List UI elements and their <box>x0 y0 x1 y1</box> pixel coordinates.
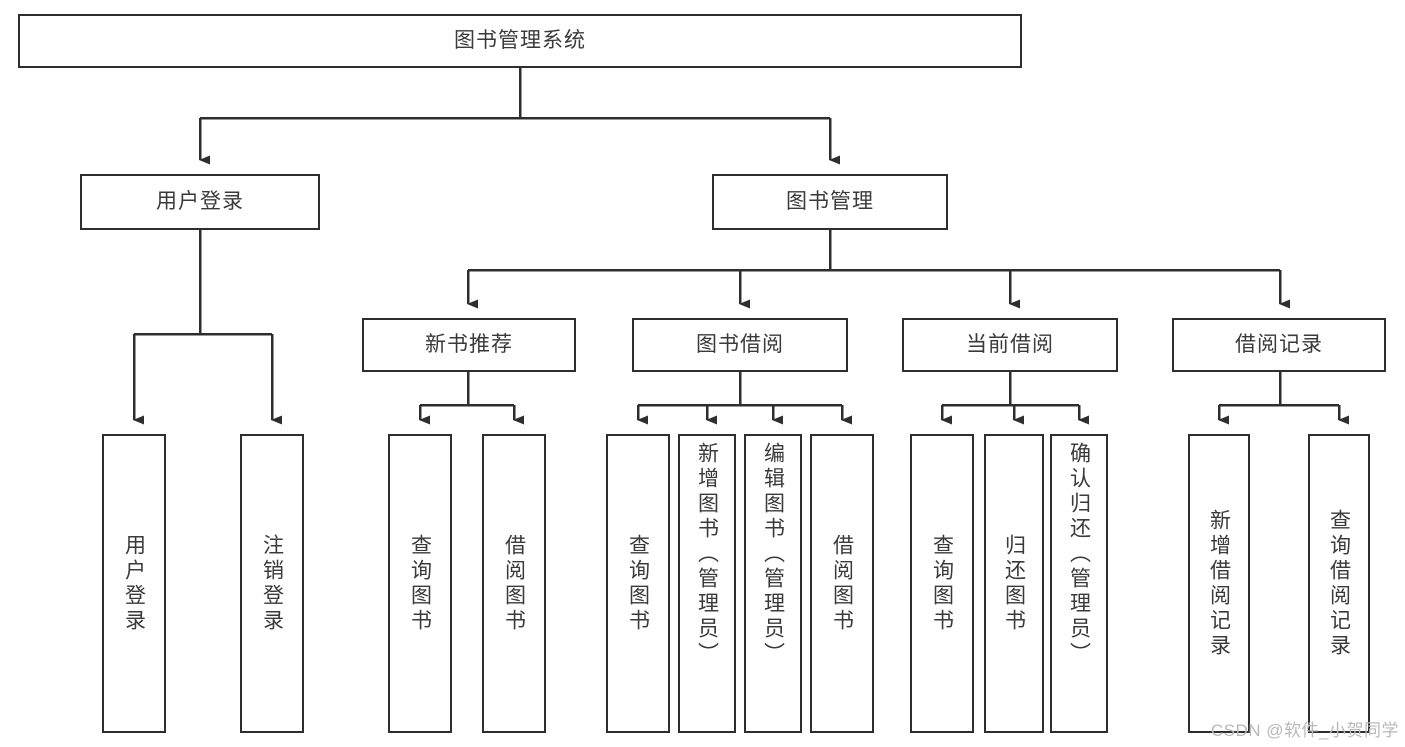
node-user-login[interactable]: 用户登录 <box>80 174 320 230</box>
node-leaf-query-book-1[interactable]: 查询图书 <box>388 434 452 733</box>
node-leaf-logout-label: 注销登录 <box>260 533 284 634</box>
node-leaf-query-record[interactable]: 查询借阅记录 <box>1308 434 1370 733</box>
node-book-manage[interactable]: 图书管理 <box>712 174 948 230</box>
node-leaf-edit-book[interactable]: 编辑图书（管理员） <box>744 434 802 733</box>
node-leaf-query-book-1-label: 查询图书 <box>408 533 432 634</box>
node-book-borrow[interactable]: 图书借阅 <box>632 318 848 372</box>
node-leaf-user-login-label: 用户登录 <box>122 533 146 634</box>
node-leaf-edit-book-label: 编辑图书（管理员） <box>761 442 785 667</box>
node-leaf-query-book-2[interactable]: 查询图书 <box>606 434 670 733</box>
node-new-book-rec[interactable]: 新书推荐 <box>362 318 576 372</box>
node-current-borrow-label: 当前借阅 <box>966 333 1054 357</box>
csdn-watermark: CSDN @软件_小贺同学 <box>1210 721 1399 740</box>
node-leaf-borrow-book-2-label: 借阅图书 <box>830 533 854 634</box>
node-leaf-return-book[interactable]: 归还图书 <box>984 434 1044 733</box>
node-leaf-query-book-2-label: 查询图书 <box>626 533 650 634</box>
node-borrow-record-label: 借阅记录 <box>1235 333 1323 357</box>
node-new-book-rec-label: 新书推荐 <box>425 333 513 357</box>
node-current-borrow[interactable]: 当前借阅 <box>902 318 1118 372</box>
node-leaf-confirm-return-label: 确认归还（管理员） <box>1067 442 1091 667</box>
node-user-login-label: 用户登录 <box>156 190 244 214</box>
node-leaf-add-book[interactable]: 新增图书（管理员） <box>678 434 736 733</box>
node-book-manage-label: 图书管理 <box>786 190 874 214</box>
node-leaf-query-book-3[interactable]: 查询图书 <box>910 434 974 733</box>
node-leaf-borrow-book-1[interactable]: 借阅图书 <box>482 434 546 733</box>
node-leaf-user-login[interactable]: 用户登录 <box>102 434 166 733</box>
node-leaf-add-record-label: 新增借阅记录 <box>1207 508 1231 659</box>
node-book-borrow-label: 图书借阅 <box>696 333 784 357</box>
node-root-label: 图书管理系统 <box>454 29 586 53</box>
node-leaf-add-book-label: 新增图书（管理员） <box>695 442 719 667</box>
node-leaf-return-book-label: 归还图书 <box>1002 533 1026 634</box>
node-leaf-logout[interactable]: 注销登录 <box>240 434 304 733</box>
node-leaf-query-book-3-label: 查询图书 <box>930 533 954 634</box>
node-leaf-borrow-book-1-label: 借阅图书 <box>502 533 526 634</box>
node-root[interactable]: 图书管理系统 <box>18 14 1022 68</box>
node-leaf-query-record-label: 查询借阅记录 <box>1327 508 1351 659</box>
node-leaf-add-record[interactable]: 新增借阅记录 <box>1188 434 1250 733</box>
node-leaf-confirm-return[interactable]: 确认归还（管理员） <box>1050 434 1108 733</box>
node-leaf-borrow-book-2[interactable]: 借阅图书 <box>810 434 874 733</box>
node-borrow-record[interactable]: 借阅记录 <box>1172 318 1386 372</box>
